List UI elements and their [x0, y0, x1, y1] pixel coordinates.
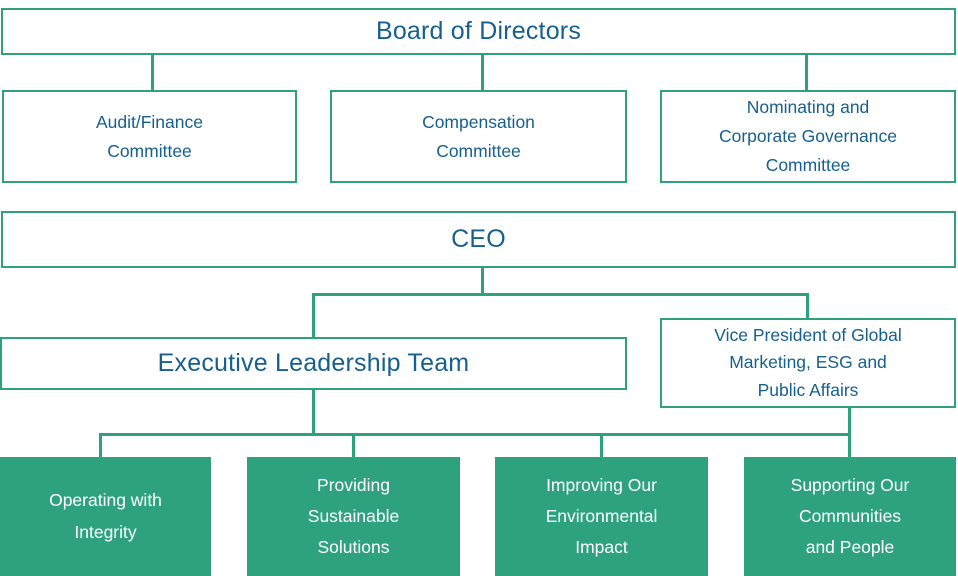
pillar-operating-with-integrity-label: Operating with Integrity — [49, 490, 162, 542]
connector-elt-riser — [312, 293, 315, 337]
pillar-supporting-communities-people-label: Supporting Our Communities and People — [790, 474, 910, 558]
node-audit-finance-committee-label: Audit/Finance Committee — [95, 111, 203, 161]
node-board-of-directors: Board of Directors — [1, 8, 956, 55]
pillar-operating-with-integrity: Operating with Integrity — [0, 457, 211, 576]
node-compensation-committee-label: Compensation Committee — [422, 111, 535, 161]
node-nominating-governance-committee: Nominating and Corporate Governance Comm… — [660, 90, 956, 183]
node-audit-finance-committee: Audit/Finance Committee — [2, 90, 297, 183]
node-vp-global-marketing: Vice President of Global Marketing, ESG … — [660, 318, 956, 408]
node-vp-global-marketing-label: Vice President of Global Marketing, ESG … — [714, 324, 902, 400]
node-executive-leadership-team-label: Executive Leadership Team — [157, 349, 470, 377]
connector-pillar1-drop — [99, 433, 102, 457]
connector-pillar2-drop — [352, 433, 355, 457]
node-compensation-committee: Compensation Committee — [330, 90, 627, 183]
connector-ceo-drop — [481, 268, 484, 295]
connector-board-to-nominating — [805, 55, 808, 90]
node-ceo-label: CEO — [451, 225, 506, 253]
pillar-providing-sustainable-solutions: Providing Sustainable Solutions — [247, 457, 460, 576]
pillar-supporting-communities-people: Supporting Our Communities and People — [744, 457, 956, 576]
pillar-improving-environmental-impact-label: Improving Our Environmental Impact — [545, 474, 658, 558]
node-nominating-governance-committee-label: Nominating and Corporate Governance Comm… — [718, 97, 898, 175]
node-board-of-directors-label: Board of Directors — [375, 17, 582, 45]
node-ceo: CEO — [1, 211, 956, 268]
node-executive-leadership-team: Executive Leadership Team — [0, 337, 627, 390]
connector-board-to-audit — [151, 55, 154, 90]
connector-ceo-horizontal — [312, 293, 809, 296]
connector-pillar3-drop — [600, 433, 603, 457]
pillar-improving-environmental-impact: Improving Our Environmental Impact — [495, 457, 708, 576]
connector-pillars-horizontal — [99, 433, 851, 436]
connector-pillar4-drop — [848, 433, 851, 457]
connector-vp-riser — [806, 293, 809, 318]
connector-board-to-compensation — [481, 55, 484, 90]
connector-vp-drop — [848, 408, 851, 436]
connector-elt-drop — [312, 390, 315, 436]
pillar-providing-sustainable-solutions-label: Providing Sustainable Solutions — [307, 474, 400, 558]
